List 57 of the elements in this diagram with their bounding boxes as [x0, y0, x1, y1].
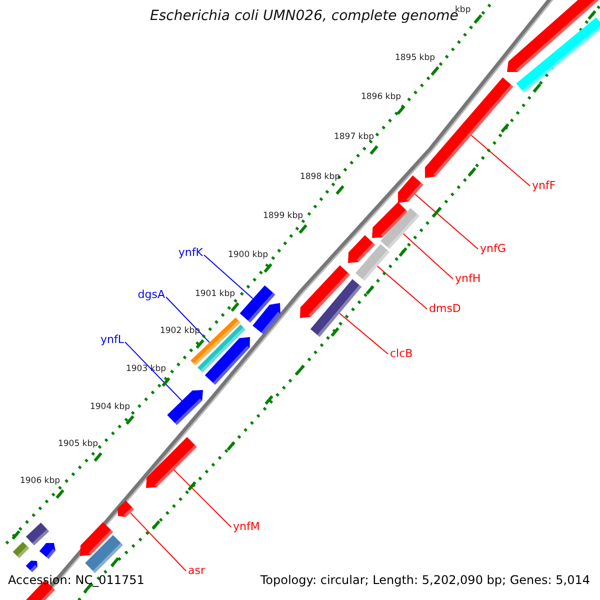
- scale-label: 1906 kbp: [20, 477, 60, 487]
- gene-feature: [507, 0, 600, 72]
- gene-label: ynfH: [455, 273, 481, 286]
- gene-feature: [424, 77, 514, 178]
- leader-line: [124, 342, 182, 402]
- leader-line: [376, 266, 428, 310]
- gene-label: ynfG: [480, 243, 506, 256]
- scale-label: 1897 kbp: [334, 133, 374, 143]
- leader-line: [338, 312, 388, 354]
- gene-feature: [372, 202, 408, 238]
- gene-feature: [380, 208, 420, 250]
- gene-label: ynfK: [178, 247, 203, 260]
- gene-feature: [39, 543, 56, 559]
- scale-label: 1900 kbp: [228, 251, 268, 261]
- leader-line: [414, 194, 478, 250]
- scale-label: 1901 kbp: [194, 290, 236, 300]
- gene-feature: [240, 285, 276, 323]
- gene-feature: [85, 535, 123, 573]
- scale-label: 1903 kbp: [126, 365, 166, 375]
- gene-label: ynfM: [233, 521, 260, 534]
- gene-label: asr: [188, 565, 205, 578]
- gene-feature: [80, 522, 114, 556]
- gene-feature: [26, 522, 50, 546]
- leader-line: [130, 512, 186, 572]
- leader-line: [173, 469, 232, 528]
- leader-line: [166, 296, 210, 343]
- leader-line: [402, 233, 454, 280]
- gene-label: clcB: [390, 348, 413, 361]
- gene-feature: [355, 244, 390, 281]
- gene-feature: [300, 265, 350, 318]
- gene-feature: [118, 500, 134, 518]
- leader-line: [470, 134, 530, 186]
- gene-feature: [198, 324, 246, 372]
- scale-label: 1902 kbp: [160, 327, 200, 337]
- gene-label: ynfF: [532, 180, 556, 193]
- gene-label: ynfL: [100, 334, 124, 347]
- gene-feature: [26, 560, 38, 572]
- gene-feature: [167, 390, 203, 426]
- genome-info-text: Topology: circular; Length: 5,202,090 bp; Genes: 5,014: [260, 574, 590, 588]
- gene-feature: [204, 337, 250, 385]
- gene-feature: [398, 175, 424, 203]
- gene-feature: [348, 235, 376, 263]
- scale-label: 1905 kbp: [58, 440, 98, 450]
- gene-label: dgsA: [138, 289, 165, 302]
- gene-feature: [252, 303, 280, 334]
- leader-line: [204, 254, 254, 300]
- scale-label: 1899 kbp: [262, 212, 304, 222]
- gene-feature: [516, 17, 600, 93]
- scale-label: 1904 kbp: [90, 403, 130, 413]
- gene-label: dmsD: [429, 303, 461, 316]
- scale-label: 1895 kbp: [394, 54, 436, 64]
- scale-label: 1898 kbp: [300, 173, 340, 183]
- accession-text: Accession: NC_011751: [8, 574, 144, 588]
- gene-feature: [146, 437, 197, 488]
- gene-feature: [12, 542, 30, 558]
- scale-label: 1896 kbp: [360, 93, 402, 103]
- gene-feature: [310, 279, 362, 337]
